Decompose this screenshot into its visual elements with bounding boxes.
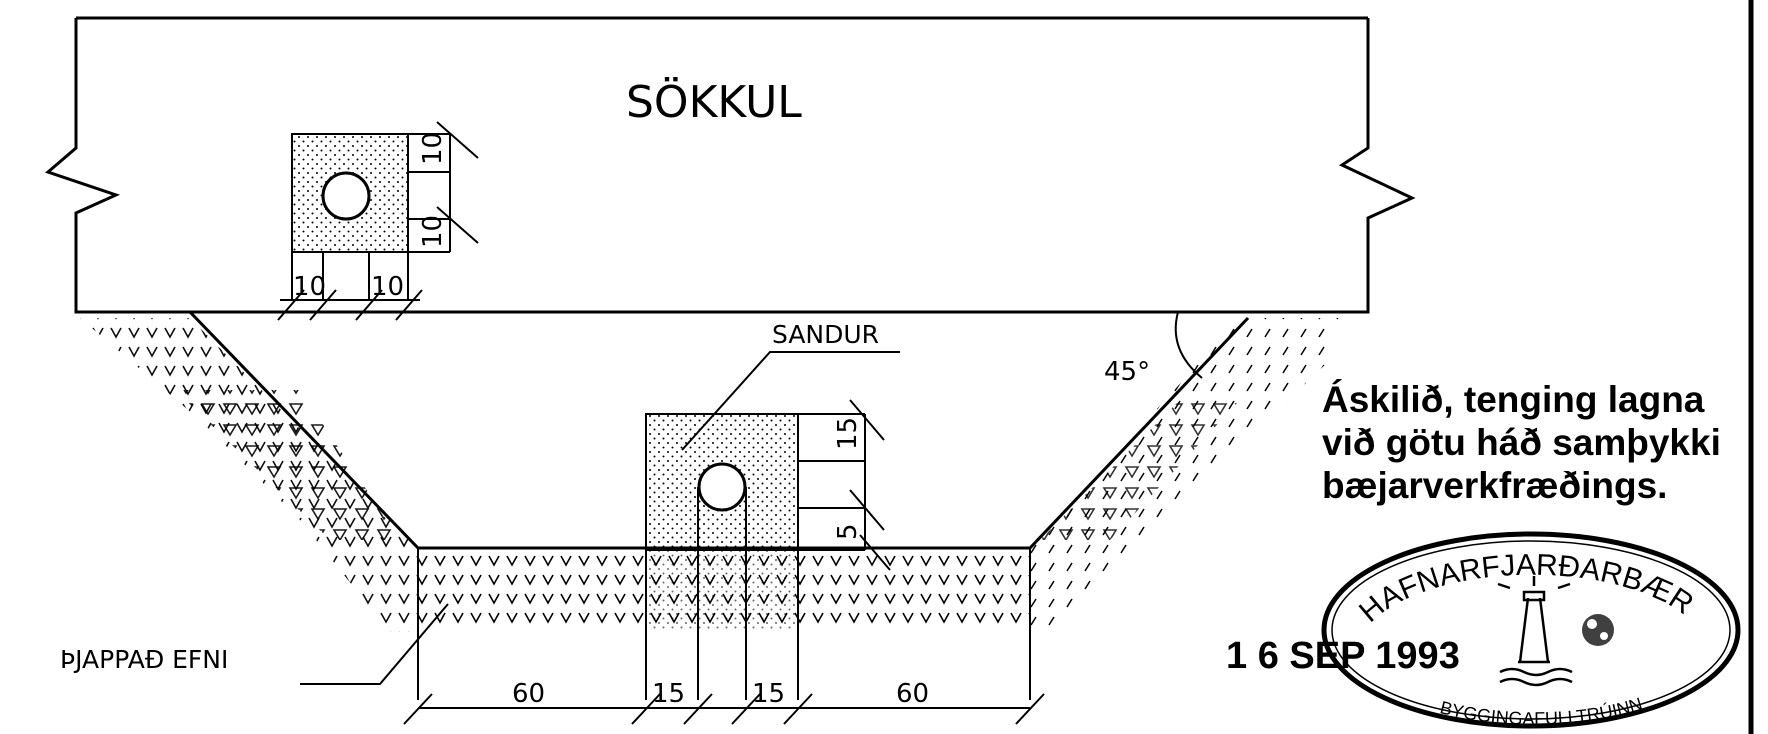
dim-bottom-mid-left: 15: [652, 679, 685, 709]
note-line-2: við götu háð samþykki: [1322, 422, 1721, 463]
dim-lower-top: 15: [833, 417, 863, 450]
fill-leader: [300, 603, 449, 685]
dim-bottom-mid-right: 15: [752, 679, 785, 709]
upper-pipe: [321, 171, 371, 221]
dim-bottom-right: 60: [896, 679, 929, 709]
lighthouse-icon: [1497, 576, 1573, 687]
lower-pipe-detail: [645, 399, 891, 700]
upper-pipe-detail: [277, 121, 479, 321]
bottom-dimension-chain: [403, 693, 1045, 725]
lower-pipe: [697, 462, 747, 512]
dim-upper-top: 10: [418, 132, 448, 165]
footing-outline: [45, 16, 1416, 314]
dim-upper-bottom-left: 10: [293, 272, 326, 302]
dim-lower-bottom: 5: [833, 523, 863, 540]
label-sandur: SANDUR: [772, 320, 879, 349]
note-line-3: bæjarverkfræðings.: [1322, 465, 1667, 506]
dim-bottom-left: 60: [512, 679, 545, 709]
label-thjappad-efni: ÞJAPPAÐ EFNI: [60, 645, 228, 674]
dim-upper-side: 10: [418, 215, 448, 248]
angle-arc: [1174, 311, 1203, 379]
stamp-date: 1 6 SEP 1993: [1226, 635, 1460, 677]
sandur-leader: [681, 351, 900, 451]
label-angle: 45°: [1104, 357, 1150, 387]
note-line-1: Áskilið, tenging lagna: [1322, 379, 1705, 420]
ink-blot-icon: [1582, 614, 1614, 646]
municipal-stamp: HAFNARFJARÐARBÆR BYGGINGAFULLTRÚINN: [1321, 531, 1741, 729]
dim-upper-bottom-right: 10: [371, 272, 404, 302]
label-sokkul: SÖKKUL: [626, 76, 802, 128]
